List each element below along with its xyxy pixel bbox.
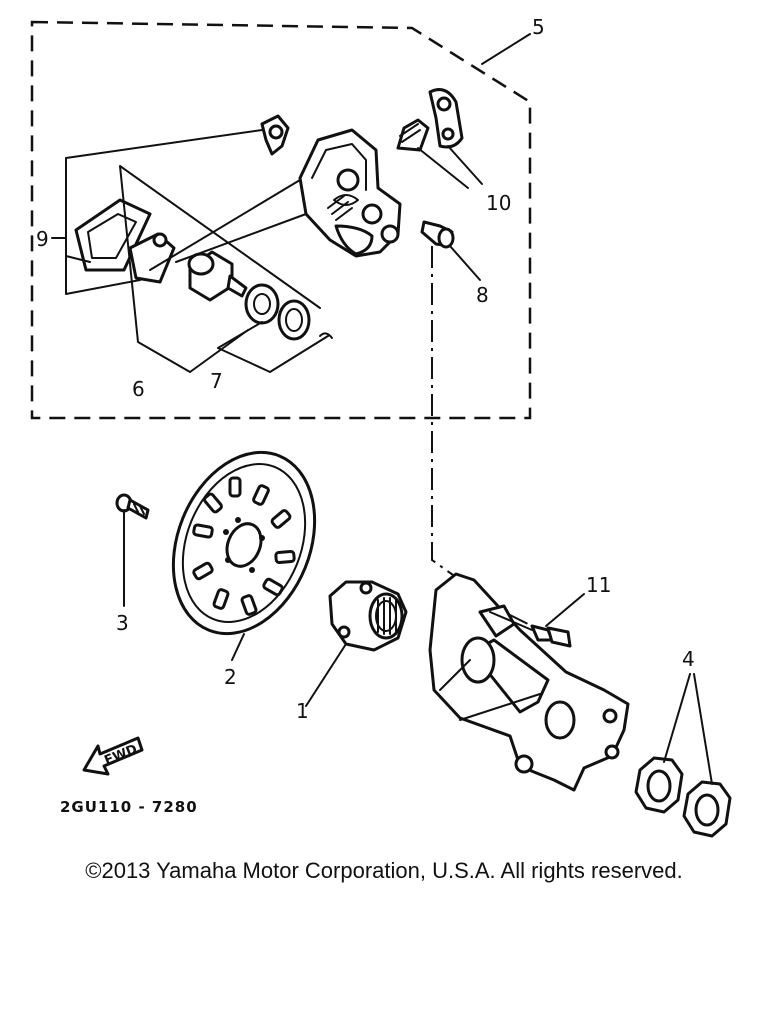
callout-11: 11	[586, 573, 611, 597]
callout-7: 7	[210, 369, 223, 393]
brake-pad-inner	[128, 232, 176, 284]
dust-seal	[277, 299, 311, 341]
callout-6: 6	[132, 377, 145, 401]
leader-10	[417, 145, 483, 189]
callout-9: 9	[36, 227, 49, 251]
callout-8: 8	[476, 283, 489, 307]
brake-disc	[171, 450, 317, 636]
callout-1: 1	[296, 699, 309, 723]
leader-2	[231, 633, 245, 661]
caliper-assembly-boundary	[30, 20, 532, 420]
copyright-notice: ©2013 Yamaha Motor Corporation, U.S.A. A…	[85, 858, 683, 883]
bleed-cap	[428, 88, 464, 149]
callout-2: 2	[224, 665, 237, 689]
diagram-code: 2GU110 - 7280	[60, 798, 198, 816]
callout-3: 3	[116, 611, 129, 635]
leader-1	[305, 643, 347, 707]
retaining-ring	[319, 332, 333, 339]
caliper-body	[298, 128, 402, 258]
callout-4: 4	[682, 647, 695, 671]
caliper-bracket	[428, 572, 630, 792]
leader-9	[51, 129, 263, 295]
lock-nut-2	[682, 780, 732, 838]
pad-pin-clip	[260, 114, 290, 156]
disc-bolt	[115, 493, 150, 520]
leader-7	[217, 321, 329, 373]
caliper-bolt	[420, 220, 455, 249]
callout-5: 5	[532, 15, 545, 39]
leader-8	[449, 245, 481, 281]
bracket-bolt	[489, 611, 572, 648]
caliper-piston	[187, 250, 248, 302]
leader-11	[545, 593, 585, 627]
mount-centerline	[431, 246, 541, 631]
leader-4	[663, 673, 713, 785]
bleed-screw	[396, 118, 430, 152]
piston-seal	[244, 283, 280, 325]
forward-direction-arrow: FWD	[82, 736, 144, 776]
callout-10: 10	[486, 191, 511, 215]
lock-nut-1	[634, 756, 684, 814]
disc-hub	[328, 580, 408, 652]
leader-5	[481, 33, 531, 65]
